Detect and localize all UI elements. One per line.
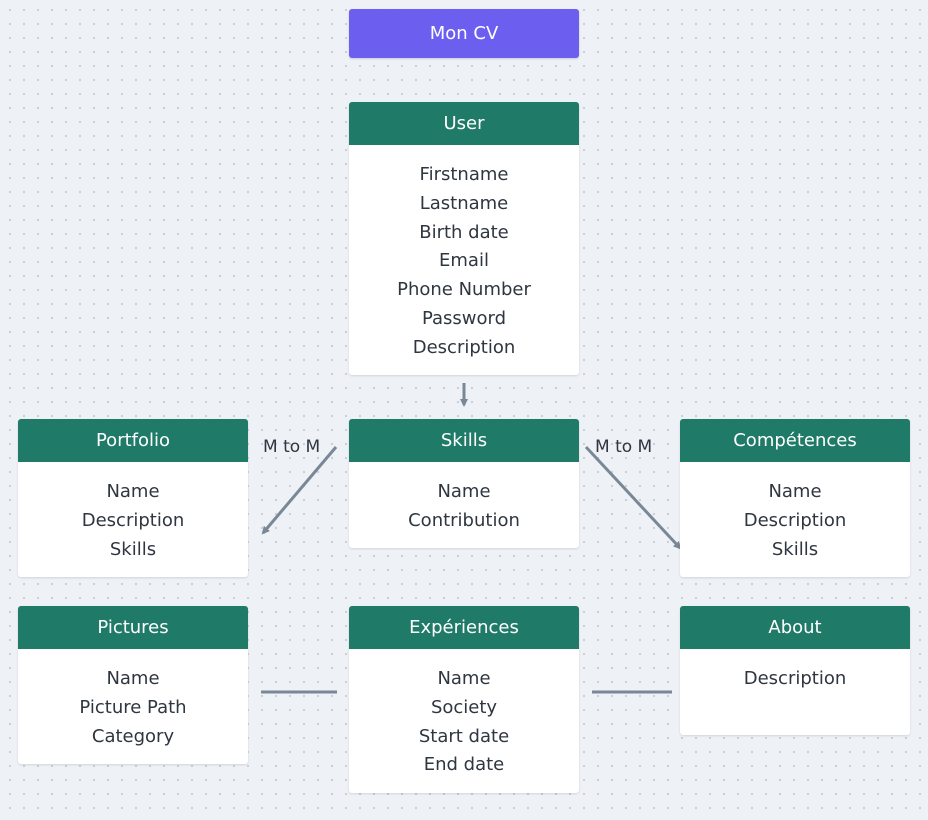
field: Description (412, 336, 516, 358)
field: Password (421, 307, 507, 329)
field: Start date (418, 725, 510, 747)
entity-skills: Skills Name Contribution (349, 419, 579, 548)
field: Contribution (408, 509, 520, 531)
field: Skills (109, 538, 157, 560)
field: Description (81, 509, 185, 531)
field: Firstname (419, 164, 509, 185)
entity-header: Skills (349, 419, 579, 462)
entity-header: Expériences (349, 606, 579, 649)
field: Name (437, 481, 491, 502)
entity-experiences: Expériences Name Society Start date End … (349, 606, 579, 793)
field-list: Name Contribution (349, 462, 579, 536)
entity-pictures: Pictures Name Picture Path Category (18, 606, 248, 764)
entity-header: Pictures (18, 606, 248, 649)
field: Lastname (419, 192, 509, 214)
field-list: Name Description Skills (18, 462, 248, 564)
field: Description (743, 668, 847, 689)
entity-header: Compétences (680, 419, 910, 462)
connector-skills-portfolio (261, 446, 338, 535)
field: Phone Number (397, 279, 531, 301)
field: Description (743, 509, 847, 531)
field: Society (430, 696, 498, 718)
field: Name (437, 668, 491, 689)
entity-header: About (680, 606, 910, 649)
field-list: Description (680, 649, 910, 694)
field-list: Firstname Lastname Birth date Email Phon… (349, 145, 579, 363)
entity-header: User (349, 102, 579, 145)
field-list: Name Society Start date End date (349, 649, 579, 780)
field: Birth date (419, 221, 509, 243)
diagram-title: Mon CV (349, 9, 579, 58)
field: Picture Path (79, 696, 187, 718)
field: Category (91, 725, 175, 747)
entity-portfolio: Portfolio Name Description Skills (18, 419, 248, 577)
field: Skills (771, 538, 819, 560)
entity-competences: Compétences Name Description Skills (680, 419, 910, 577)
field: Email (439, 250, 489, 272)
field: Name (106, 481, 160, 502)
field: Name (768, 481, 822, 502)
entity-header: Portfolio (18, 419, 248, 462)
field: Name (106, 668, 160, 689)
entity-user: User Firstname Lastname Birth date Email… (349, 102, 579, 375)
relation-label-skills-competences: M to M (595, 437, 653, 457)
field: End date (423, 754, 505, 776)
field-list: Name Description Skills (680, 462, 910, 564)
relation-label-skills-portfolio: M to M (263, 437, 321, 457)
entity-about: About Description (680, 606, 910, 735)
field-list: Name Picture Path Category (18, 649, 248, 751)
connector-skills-competences (584, 445, 682, 550)
